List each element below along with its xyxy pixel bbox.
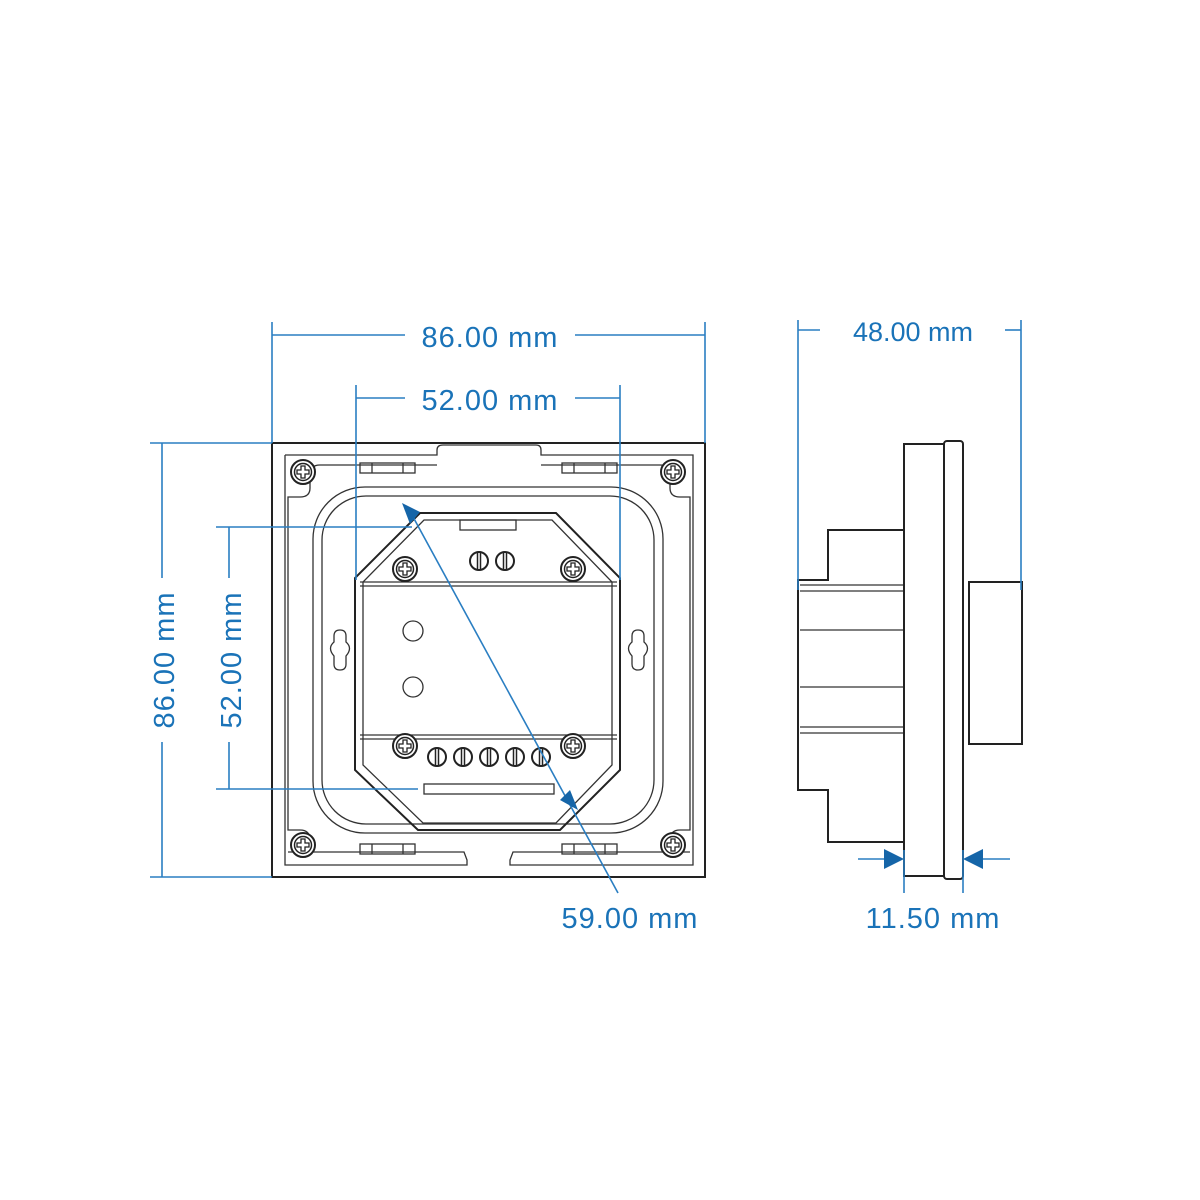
dim-depth-total: 48.00 mm [853, 317, 973, 347]
side-view: 48.00 mm 11.50 mm [797, 317, 1023, 935]
screw-icon [660, 832, 686, 858]
dim-diagonal: 59.00 mm [562, 903, 699, 935]
terminal-icon [427, 747, 447, 767]
terminal-icon [469, 551, 489, 571]
module-body [354, 512, 621, 831]
terminal-icon [495, 551, 515, 571]
outer-plate [271, 442, 706, 878]
screw-icon [290, 832, 316, 858]
front-view: 86.00 mm 52.00 mm 86.00 mm 52.00 mm 59.0… [149, 322, 706, 935]
dimension-lines-front [150, 322, 706, 894]
terminal-icon [479, 747, 499, 767]
dim-height-outer: 86.00 mm [149, 592, 181, 729]
dim-height-inner: 52.00 mm [216, 592, 248, 729]
dim-width-inner: 52.00 mm [422, 385, 559, 417]
terminal-icon [453, 747, 473, 767]
dim-plate-thickness: 11.50 mm [866, 903, 1001, 935]
screw-icon [290, 459, 316, 485]
terminal-icon [505, 747, 525, 767]
dim-width-outer: 86.00 mm [422, 322, 559, 354]
screw-icon [660, 459, 686, 485]
